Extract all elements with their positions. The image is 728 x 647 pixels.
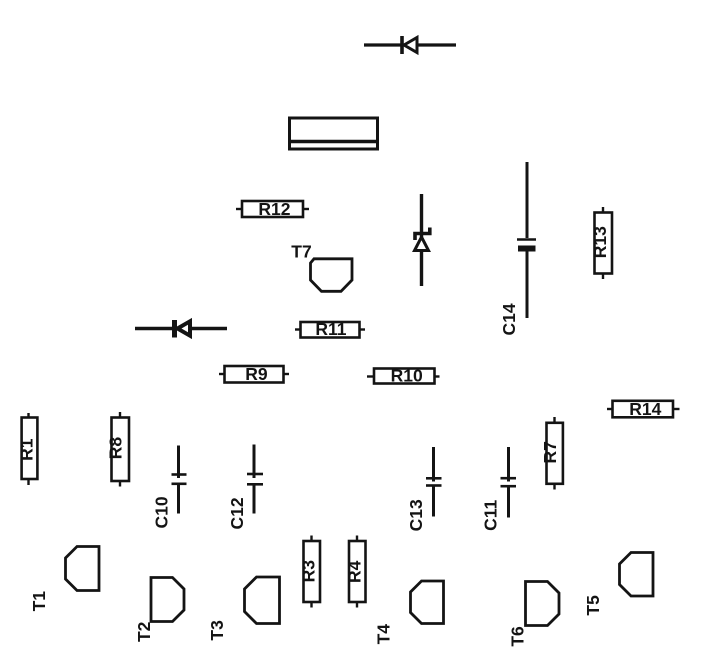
svg-text:R8: R8 <box>105 437 125 460</box>
svg-text:T7: T7 <box>291 241 311 261</box>
svg-text:T1: T1 <box>29 591 49 612</box>
svg-text:R3: R3 <box>299 560 319 583</box>
svg-text:R4: R4 <box>345 560 365 583</box>
svg-text:T4: T4 <box>374 624 394 645</box>
svg-text:C13: C13 <box>406 499 426 531</box>
svg-text:C14: C14 <box>499 303 519 335</box>
svg-text:T2: T2 <box>134 621 154 642</box>
svg-text:T5: T5 <box>583 595 603 616</box>
svg-text:R7: R7 <box>540 441 560 463</box>
svg-text:R10: R10 <box>391 366 423 386</box>
svg-text:C10: C10 <box>152 496 172 528</box>
svg-text:C12: C12 <box>227 497 247 529</box>
svg-text:T6: T6 <box>508 626 528 647</box>
svg-text:R13: R13 <box>590 226 610 258</box>
svg-text:R12: R12 <box>258 199 290 219</box>
svg-text:R9: R9 <box>245 364 268 384</box>
svg-text:C11: C11 <box>481 499 501 530</box>
svg-text:R14: R14 <box>629 399 661 419</box>
svg-text:R11: R11 <box>315 319 346 339</box>
svg-text:T3: T3 <box>207 620 227 641</box>
svg-text:R1: R1 <box>16 438 36 461</box>
